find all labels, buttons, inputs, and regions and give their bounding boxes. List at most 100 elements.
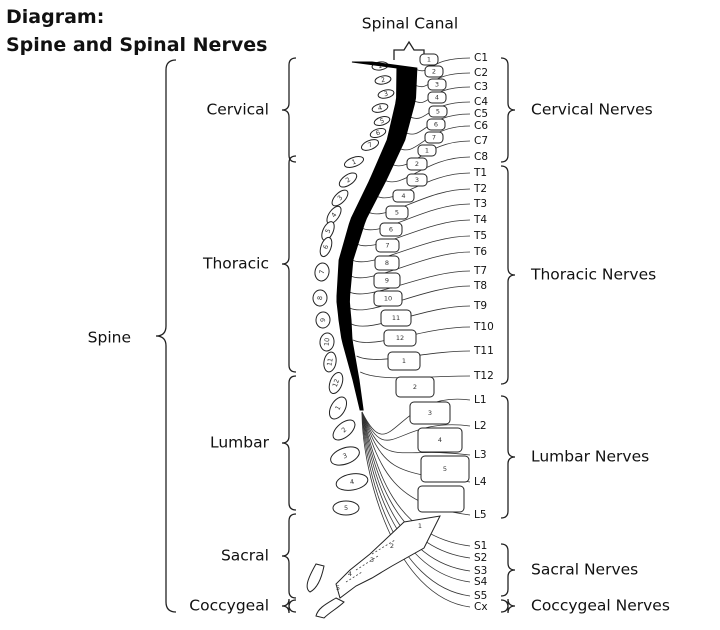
group-brace-cervical-nerves	[500, 57, 516, 163]
vertebral-body-18	[380, 309, 412, 327]
vertebral-body-number: 10	[384, 295, 392, 303]
region-label-thoracic: Thoracic	[202, 255, 269, 273]
vertebral-body-5	[428, 105, 448, 118]
process-outline	[319, 236, 333, 258]
vertebral-body-number: 7	[385, 242, 389, 250]
process-number: 7	[367, 141, 374, 150]
nerve-label-t3: T3	[473, 198, 487, 210]
nerve-label-t9: T9	[473, 300, 487, 312]
nerve-c8	[383, 156, 471, 183]
nerve-label-t4: T4	[473, 214, 487, 226]
process-number: 4	[377, 104, 383, 113]
process-number: 5	[344, 504, 348, 512]
nerve-cx	[361, 411, 471, 608]
vertebral-body-number: 3	[428, 409, 432, 417]
vertebral-body-3	[427, 78, 447, 91]
nerve-label-c1: C1	[474, 52, 488, 64]
vertebral-body-8	[417, 144, 437, 157]
process-outline	[369, 127, 387, 139]
nerve-s2	[361, 411, 471, 559]
nerve-label-s3: S3	[474, 565, 487, 577]
vertebral-body-17	[373, 290, 403, 307]
process-outline	[335, 473, 369, 491]
process-number: 9	[319, 318, 327, 323]
vertebral-process-11: 4	[326, 205, 342, 225]
process-number: 12	[331, 378, 341, 389]
process-number: 2	[380, 76, 385, 85]
process-outline	[371, 103, 389, 113]
process-number: 5	[323, 227, 332, 234]
spinal-cord-shape	[336, 61, 418, 411]
nerve-label-t8: T8	[473, 280, 487, 292]
vertebral-process-2: 2	[374, 75, 392, 85]
region-label-cervical: Cervical	[206, 101, 269, 119]
sacral-number: 5	[336, 584, 340, 592]
group-brace-coccygeal-nerves	[500, 598, 516, 614]
vertebral-body-12	[385, 205, 409, 220]
vertebral-body-1	[419, 53, 439, 66]
nerve-label-t7: T7	[473, 265, 487, 277]
vertebral-body-11	[392, 189, 415, 203]
process-outline	[331, 189, 349, 207]
vertebral-body-number: 9	[385, 277, 389, 285]
vertebral-body-number: 4	[438, 436, 442, 444]
process-outline	[377, 89, 395, 99]
vertebral-process-20: 1	[328, 396, 348, 420]
vertebral-body-number: 2	[432, 68, 436, 76]
nerve-label-l5: L5	[474, 509, 487, 521]
coccyx	[315, 597, 345, 619]
vertebral-process-22: 3	[330, 446, 360, 466]
nerve-label-s1: S1	[474, 540, 487, 552]
nerve-label-t12: T12	[473, 370, 494, 382]
region-brace-lumbar	[281, 375, 297, 511]
process-number: 1	[351, 158, 358, 167]
vertebral-body-number: 6	[434, 121, 438, 129]
vertebral-body-number: 7	[432, 134, 436, 142]
nerve-label-s4: S4	[474, 576, 488, 588]
process-number: 2	[340, 426, 348, 435]
nerve-label-c6: C6	[474, 120, 488, 132]
region-label-sacral: Sacral	[221, 547, 269, 565]
process-outline	[343, 156, 365, 168]
process-outline	[314, 262, 330, 282]
vertebral-body-13	[379, 222, 403, 237]
process-number: 2	[344, 176, 352, 185]
process-number: 6	[375, 129, 381, 138]
nerve-l2	[361, 411, 471, 441]
sacral-number: 4	[348, 570, 352, 578]
vertebral-process-4: 4	[371, 103, 389, 113]
vertebral-process-18: 11	[323, 351, 337, 373]
process-outline	[360, 139, 380, 151]
nerve-label-t6: T6	[473, 246, 487, 258]
nerve-s3	[361, 411, 471, 572]
vertebral-body-number: 11	[392, 314, 400, 322]
vertebral-body-7	[424, 131, 444, 144]
vertebral-body-number: 2	[413, 383, 417, 391]
vertebral-body-number: 3	[435, 81, 439, 89]
process-outline	[319, 332, 335, 352]
nerve-label-c5: C5	[474, 108, 488, 120]
braces	[155, 40, 516, 614]
vertebral-body-number: 5	[436, 108, 440, 116]
vertebral-body-4	[427, 91, 447, 104]
vertebral-process-23: 4	[335, 473, 369, 491]
process-outline	[328, 396, 348, 420]
process-number: 11	[325, 357, 334, 367]
vertebral-process-15: 8	[312, 289, 328, 307]
group-label-lumbar-nerves: Lumbar Nerves	[531, 448, 649, 466]
nerve-t4	[356, 219, 471, 247]
vertebral-body-number: 6	[389, 226, 393, 234]
nerve-t2	[367, 188, 471, 215]
nerve-t7	[349, 270, 471, 295]
nerve-label-c8: C8	[474, 151, 488, 163]
process-number: 5	[379, 117, 385, 126]
process-number: 4	[349, 478, 354, 487]
vertebral-body-23	[417, 427, 463, 453]
vertebral-body-number: 2	[415, 160, 419, 168]
nerve-label-c3: C3	[474, 81, 488, 93]
vertebral-body-number: 3	[415, 176, 419, 184]
vertebral-body-number: 1	[427, 56, 431, 64]
process-outline	[330, 446, 360, 466]
nerve-label-l2: L2	[474, 420, 487, 432]
